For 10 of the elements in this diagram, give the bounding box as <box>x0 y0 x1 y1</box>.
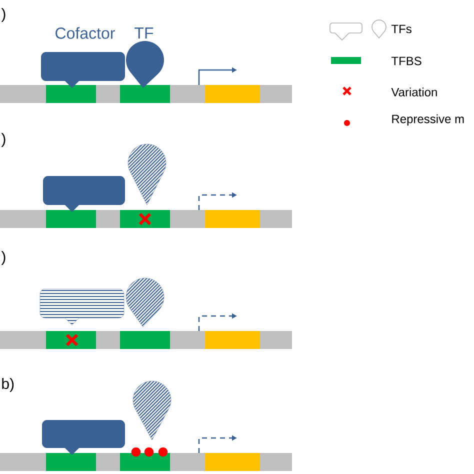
legend-label: Variation <box>391 88 437 96</box>
legend-label: TFBS <box>391 56 422 66</box>
legend-label: Repressive m <box>392 114 464 126</box>
panel-label: b) <box>2 378 14 392</box>
tf-label: TF <box>134 28 154 38</box>
panel-label: ) <box>1 133 6 147</box>
panel-label: ) <box>1 8 6 22</box>
legend-label: TFs <box>391 24 412 34</box>
panel-label: ) <box>1 251 6 265</box>
cofactor-label: Cofactor <box>56 27 115 39</box>
